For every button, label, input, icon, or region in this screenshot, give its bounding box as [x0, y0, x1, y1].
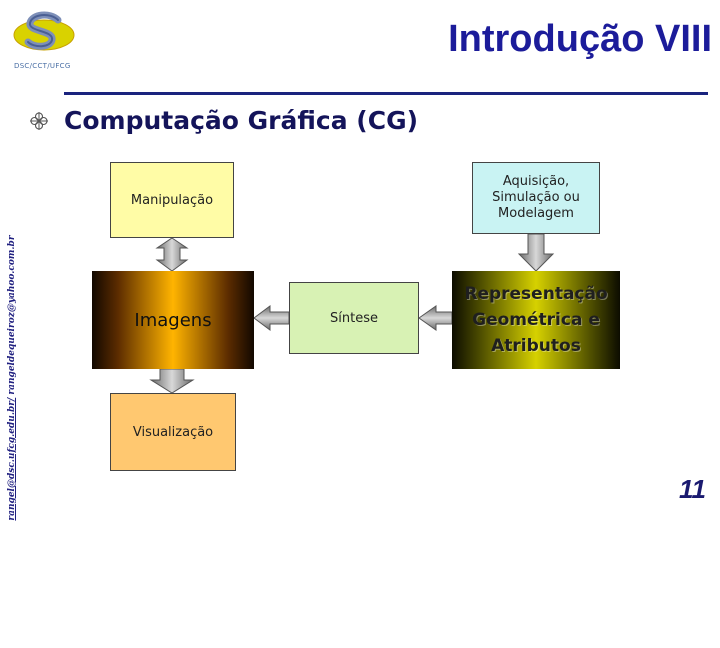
manipulacao-label: Manipulação: [130, 192, 214, 208]
sintese-label: Síntese: [330, 310, 378, 326]
imagens-label: Imagens: [134, 309, 212, 331]
diagram-arrows: [149, 233, 555, 394]
manipulacao-box: Manipulação: [110, 162, 234, 238]
quatrefoil-bullet-icon: [30, 112, 48, 130]
arrow-sintese-imagens: [253, 305, 290, 331]
contact-link[interactable]: rangel@dsc.ufcg.edu.br/: [7, 397, 17, 521]
visualizacao-box: Visualização: [110, 393, 236, 471]
page-number: 11: [679, 474, 706, 504]
logo-caption: DSC/CCT/UFCG: [14, 62, 71, 70]
section-heading: Computação Gráfica (CG): [64, 106, 419, 135]
representacao-box: Representação Geométrica e Atributos: [452, 271, 620, 369]
vertical-contact-text: rangel@dsc.ufcg.edu.br/ rangeldequeiroz@…: [5, 108, 19, 648]
arrow-representacao-sintese: [418, 305, 453, 331]
contact-email: rangeldequeiroz@yahoo.com.br: [7, 235, 17, 398]
aquisicao-box: Aquisição, Simulação ou Modelagem: [472, 162, 600, 234]
dsc-logo-icon: [13, 11, 75, 51]
aquisicao-label: Aquisição, Simulação ou Modelagem: [492, 174, 580, 221]
arrow-manipulacao-imagens: [155, 237, 189, 272]
sintese-box: Síntese: [289, 282, 419, 354]
arrow-aquisicao-representacao: [517, 233, 555, 272]
visualizacao-label: Visualização: [132, 424, 214, 440]
title-divider: [64, 92, 708, 95]
slide-title: Introdução VIII: [448, 18, 712, 60]
imagens-box: Imagens: [92, 271, 254, 369]
arrow-imagens-visualizacao: [149, 368, 195, 394]
representacao-label: Representação Geométrica e Atributos: [464, 284, 608, 356]
